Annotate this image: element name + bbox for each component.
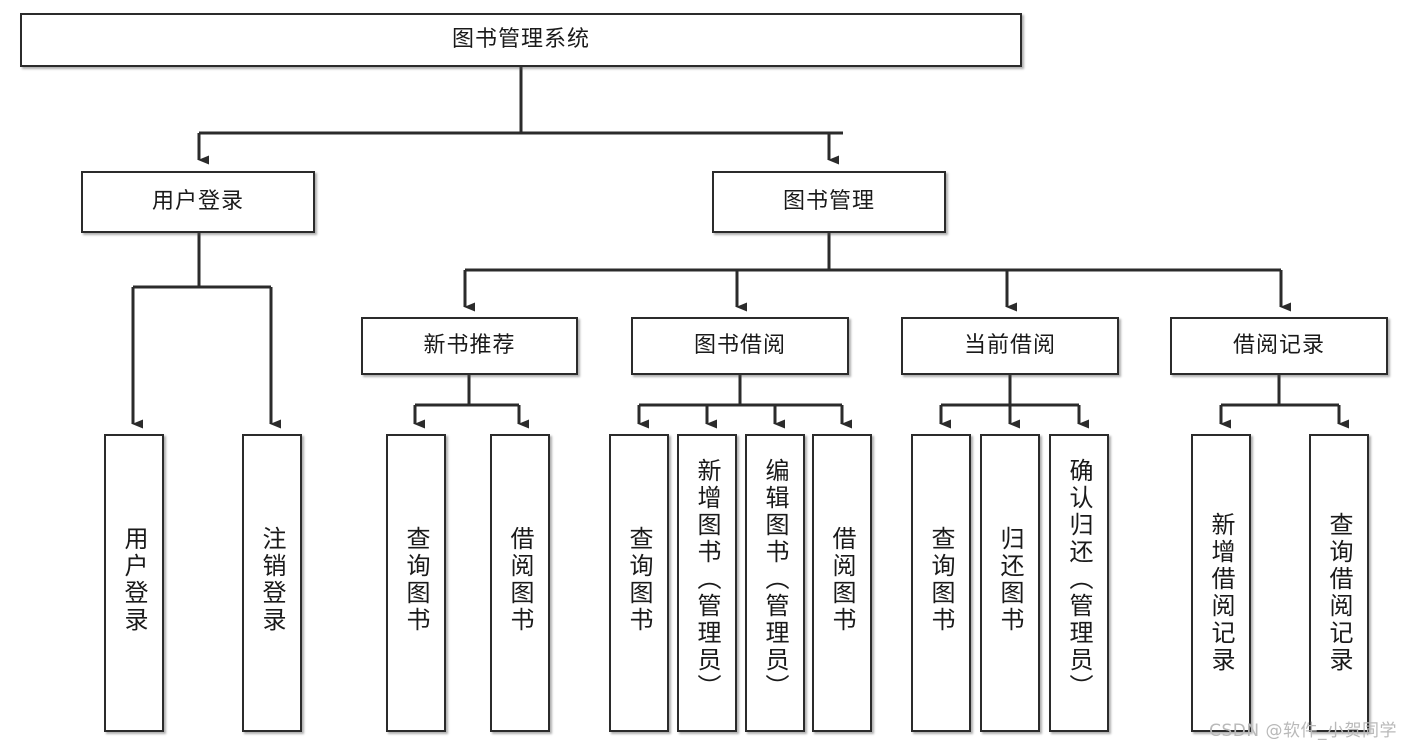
node-label: 图书管理: [782, 188, 875, 214]
csdn-watermark: CSDN @软件_小贺同学: [1209, 721, 1397, 741]
node-borrow-record[interactable]: 借阅记录: [1170, 317, 1388, 375]
node-leaf-edit-book[interactable]: 编辑图书（管理员）: [745, 434, 805, 732]
node-leaf-return-book[interactable]: 归还图书: [980, 434, 1040, 732]
node-label: 编辑图书（管理员）: [761, 458, 789, 701]
node-leaf-user-logout[interactable]: 注销登录: [242, 434, 302, 732]
node-book-borrow[interactable]: 图书借阅: [631, 317, 849, 375]
node-new-book-recommend[interactable]: 新书推荐: [361, 317, 578, 375]
node-label: 借阅记录: [1232, 332, 1325, 358]
node-label: 新书推荐: [423, 332, 516, 358]
node-leaf-borrow-book-2[interactable]: 借阅图书: [812, 434, 872, 732]
node-leaf-query-book-2[interactable]: 查询图书: [609, 434, 669, 732]
node-label: 注销登录: [258, 526, 286, 634]
node-label: 当前借阅: [963, 332, 1056, 358]
node-label: 确认归还（管理员）: [1065, 458, 1093, 701]
node-leaf-confirm-return[interactable]: 确认归还（管理员）: [1049, 434, 1109, 732]
node-label: 用户登录: [120, 526, 148, 634]
node-label: 新增图书（管理员）: [693, 458, 721, 701]
node-leaf-user-login[interactable]: 用户登录: [104, 434, 164, 732]
node-leaf-query-book-3[interactable]: 查询图书: [911, 434, 971, 732]
node-label: 新增借阅记录: [1207, 512, 1235, 674]
node-leaf-add-book[interactable]: 新增图书（管理员）: [677, 434, 737, 732]
node-label: 借阅图书: [506, 526, 534, 634]
node-leaf-query-book-1[interactable]: 查询图书: [386, 434, 446, 732]
node-label: 图书借阅: [693, 332, 786, 358]
node-user-login[interactable]: 用户登录: [81, 171, 315, 233]
node-root-book-management-system[interactable]: 图书管理系统: [20, 13, 1022, 67]
node-label: 图书管理系统: [451, 26, 590, 52]
node-label: 查询图书: [625, 526, 653, 634]
node-label: 用户登录: [151, 188, 244, 214]
node-label: 借阅图书: [828, 526, 856, 634]
node-label: 查询图书: [927, 526, 955, 634]
node-label: 查询借阅记录: [1325, 512, 1353, 674]
node-label: 查询图书: [402, 526, 430, 634]
node-current-borrow[interactable]: 当前借阅: [901, 317, 1119, 375]
node-leaf-borrow-book-1[interactable]: 借阅图书: [490, 434, 550, 732]
node-leaf-query-record[interactable]: 查询借阅记录: [1309, 434, 1369, 732]
node-book-management[interactable]: 图书管理: [712, 171, 946, 233]
node-label: 归还图书: [996, 526, 1024, 634]
node-leaf-add-record[interactable]: 新增借阅记录: [1191, 434, 1251, 732]
